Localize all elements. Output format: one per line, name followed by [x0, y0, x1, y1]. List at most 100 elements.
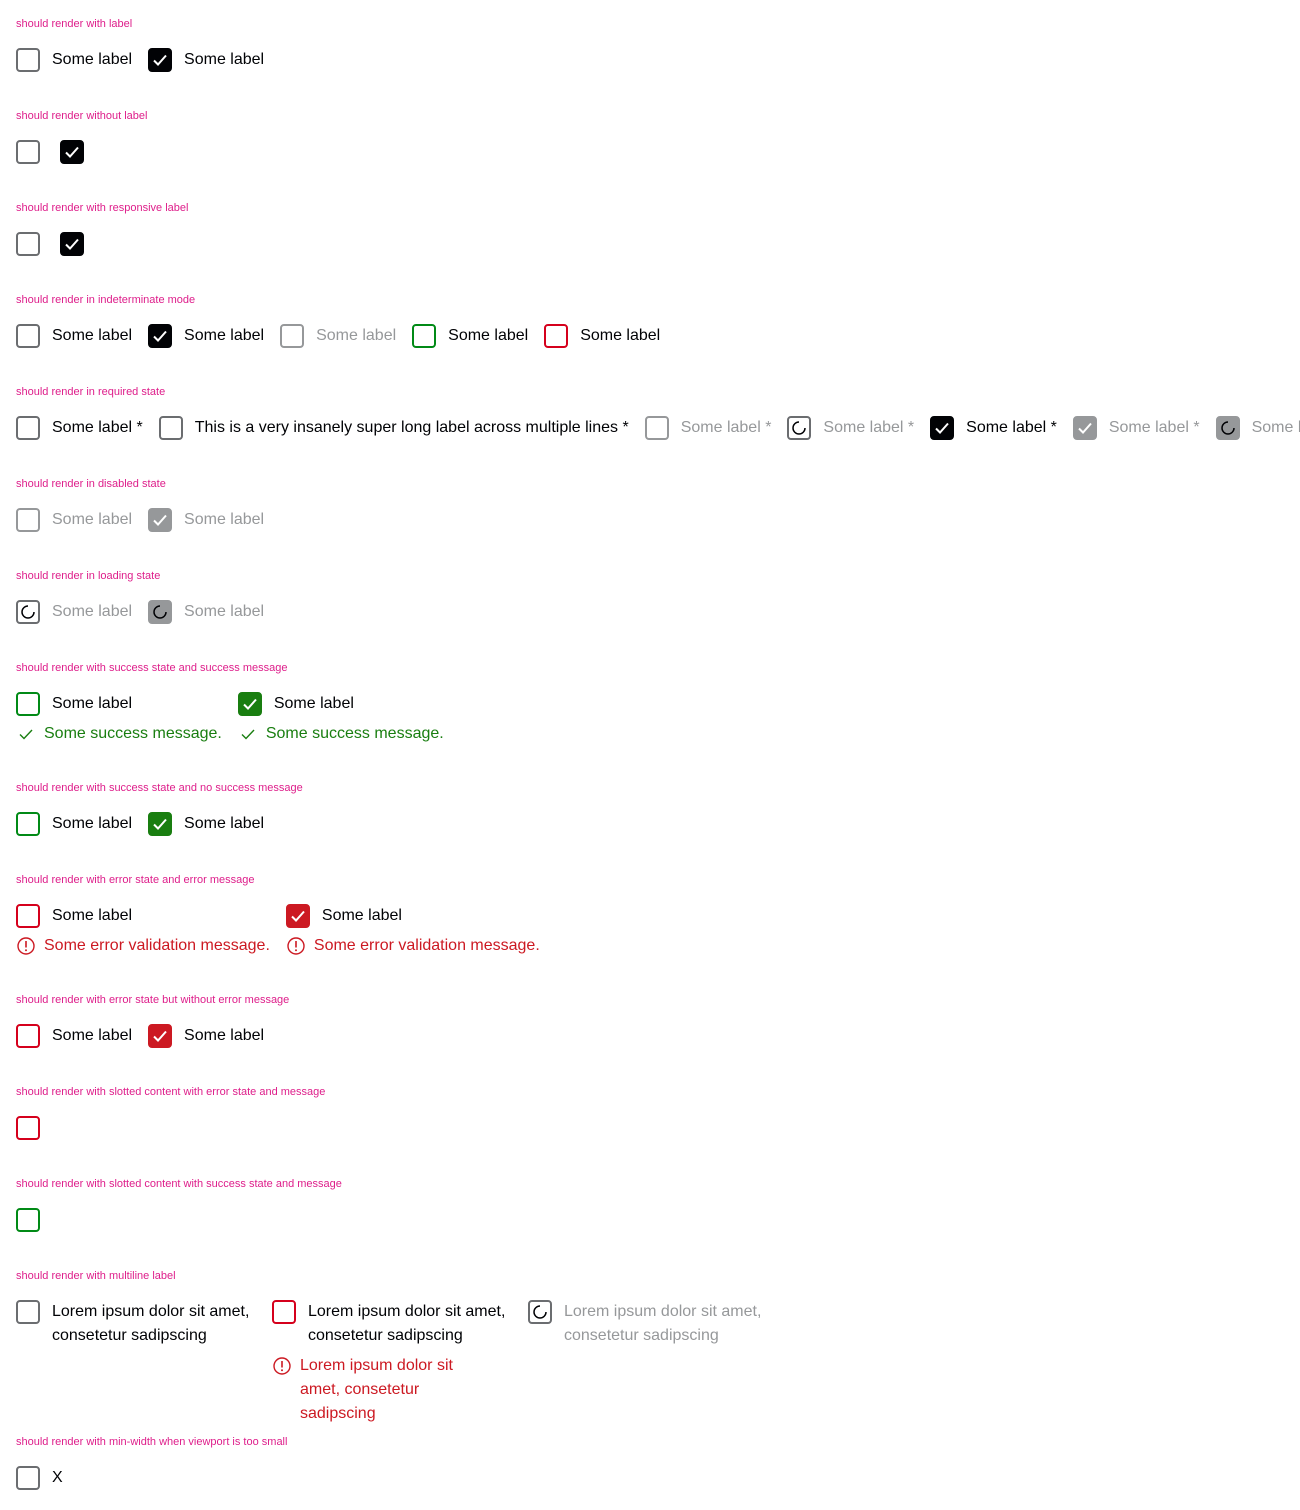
- checkbox-box: [280, 324, 305, 348]
- checkbox-success-checked[interactable]: Some label: [237, 692, 444, 716]
- section-heading: should render in indeterminate mode: [16, 294, 196, 306]
- checkbox-label: Some label: [321, 907, 402, 924]
- checkbox-success[interactable]: Some label: [16, 692, 222, 716]
- checkbox-label: Some label: [580, 327, 661, 344]
- checkbox-box[interactable]: [16, 48, 40, 72]
- checkbox-box[interactable]: [16, 1208, 40, 1232]
- section-heading: should render without label: [16, 110, 148, 122]
- checkbox-label: Some label *: [1108, 419, 1200, 436]
- error-message: Some error validation message.: [16, 934, 270, 958]
- checkbox-box[interactable]: [16, 1024, 40, 1048]
- checkbox-label: Some label: [52, 815, 133, 832]
- error-message-text: Lorem ipsum dolor sit amet, consetetur s…: [300, 1357, 453, 1422]
- checkbox-box[interactable]: [16, 324, 40, 348]
- spinner-icon: [153, 605, 167, 619]
- checkbox-box[interactable]: [158, 416, 183, 440]
- checkbox-box[interactable]: [16, 232, 40, 256]
- checkbox-success-checked-group: Some label Some success message.: [237, 692, 444, 746]
- check-icon: [153, 54, 167, 66]
- checkbox-box[interactable]: [237, 692, 262, 716]
- error-message: Some error validation message.: [286, 934, 540, 958]
- checkbox-box: [148, 600, 173, 624]
- section-heading: should render with label: [16, 18, 133, 30]
- checkbox-required[interactable]: Some label *: [16, 416, 143, 440]
- checkbox-box[interactable]: [16, 416, 40, 440]
- exclamation-icon: [16, 934, 36, 958]
- checkbox-unchecked[interactable]: Some label: [16, 48, 132, 72]
- checkbox-checked[interactable]: Some label: [148, 324, 264, 348]
- checkbox-error[interactable]: Some label: [16, 904, 270, 928]
- checkbox-success-checked[interactable]: Some label: [148, 812, 264, 836]
- section-heading: should render with min-width when viewpo…: [16, 1436, 288, 1448]
- section-indeterminate: should render in indeterminate mode Some…: [16, 292, 1300, 348]
- checkbox-checked[interactable]: [60, 140, 84, 164]
- exclamation-icon: [272, 1354, 292, 1378]
- checkbox-error[interactable]: Some label: [544, 324, 660, 348]
- section-loading: should render in loading state Some labe…: [16, 568, 1300, 624]
- checkbox-label: Some label: [184, 51, 265, 68]
- checkbox-success[interactable]: [16, 1208, 40, 1232]
- checkbox-min-width[interactable]: X: [16, 1466, 63, 1490]
- checkbox-box: [1072, 416, 1097, 440]
- checkbox-indeterminate[interactable]: Some label: [16, 324, 132, 348]
- checkbox-unchecked[interactable]: [16, 140, 40, 164]
- checkbox-label: Some label: [52, 695, 133, 712]
- checkbox-label: Some label *: [680, 419, 772, 436]
- checkbox-required-checked-loading: Some label *: [1215, 416, 1300, 440]
- checkbox-box[interactable]: [148, 48, 173, 72]
- check-icon: [65, 146, 79, 158]
- check-icon: [153, 330, 167, 342]
- section-heading: should render with success state and no …: [16, 782, 303, 794]
- checkbox-label: Some label: [184, 603, 265, 620]
- check-icon: [238, 722, 258, 746]
- checkbox-label: Some label: [52, 327, 133, 344]
- checkbox-box[interactable]: [148, 812, 173, 836]
- checkbox-box[interactable]: [148, 1024, 173, 1048]
- section-slotted-error: should render with slotted content with …: [16, 1084, 1300, 1140]
- checkbox-label: Some label *: [823, 419, 915, 436]
- checkbox-error-checked[interactable]: Some label: [285, 904, 540, 928]
- checkbox-box[interactable]: [60, 232, 84, 256]
- checkbox-box[interactable]: [148, 324, 173, 348]
- checkbox-checked[interactable]: Some label: [148, 48, 264, 72]
- section-success-message: should render with success state and suc…: [16, 660, 1300, 742]
- checkbox-box[interactable]: [16, 1116, 40, 1140]
- checkbox-box[interactable]: [272, 1300, 296, 1324]
- checkbox-box[interactable]: [16, 1466, 40, 1490]
- checkbox-box[interactable]: [285, 904, 310, 928]
- checkbox-required-long[interactable]: This is a very insanely super long label…: [158, 416, 629, 440]
- checkbox-box[interactable]: [16, 692, 40, 716]
- check-icon: [65, 238, 79, 250]
- checkbox-box: [148, 508, 173, 532]
- checkbox-label: Some label: [52, 1027, 133, 1044]
- checkbox-error-checked[interactable]: Some label: [148, 1024, 264, 1048]
- checkbox-checked[interactable]: [60, 232, 84, 256]
- checkbox-box[interactable]: [16, 812, 40, 836]
- checkbox-label: Some label: [52, 51, 133, 68]
- checkbox-success[interactable]: Some label: [16, 812, 132, 836]
- checkbox-box[interactable]: [930, 416, 955, 440]
- section-heading: should render with slotted content with …: [16, 1086, 326, 1098]
- section-min-width: should render with min-width when viewpo…: [16, 1434, 1300, 1490]
- checkbox-box[interactable]: [16, 140, 40, 164]
- checkbox-required-disabled: Some label *: [644, 416, 772, 440]
- checkbox-unchecked[interactable]: [16, 232, 40, 256]
- checkbox-box[interactable]: [412, 324, 437, 348]
- section-heading: should render in disabled state: [16, 478, 166, 490]
- checkbox-box[interactable]: [60, 140, 84, 164]
- section-heading: should render with error state and error…: [16, 874, 255, 886]
- spinner-icon: [1220, 421, 1235, 435]
- checkbox-error[interactable]: Some label: [16, 1024, 132, 1048]
- checkbox-multiline-error[interactable]: Lorem ipsum dolor sit amet, consetetur s…: [272, 1300, 508, 1348]
- checkbox-multiline[interactable]: Lorem ipsum dolor sit amet, consetetur s…: [16, 1300, 252, 1348]
- checkbox-label: Some label *: [966, 419, 1057, 436]
- checkbox-error[interactable]: [16, 1116, 40, 1140]
- checkbox-label: Some label: [184, 1027, 265, 1044]
- checkbox-success[interactable]: Some label: [412, 324, 528, 348]
- checkbox-required-checked[interactable]: Some label *: [930, 416, 1057, 440]
- checkbox-box[interactable]: [16, 1300, 40, 1324]
- check-icon: [291, 910, 305, 922]
- checkbox-box[interactable]: [544, 324, 569, 348]
- checkbox-box[interactable]: [16, 904, 40, 928]
- section-heading: should render with responsive label: [16, 202, 189, 214]
